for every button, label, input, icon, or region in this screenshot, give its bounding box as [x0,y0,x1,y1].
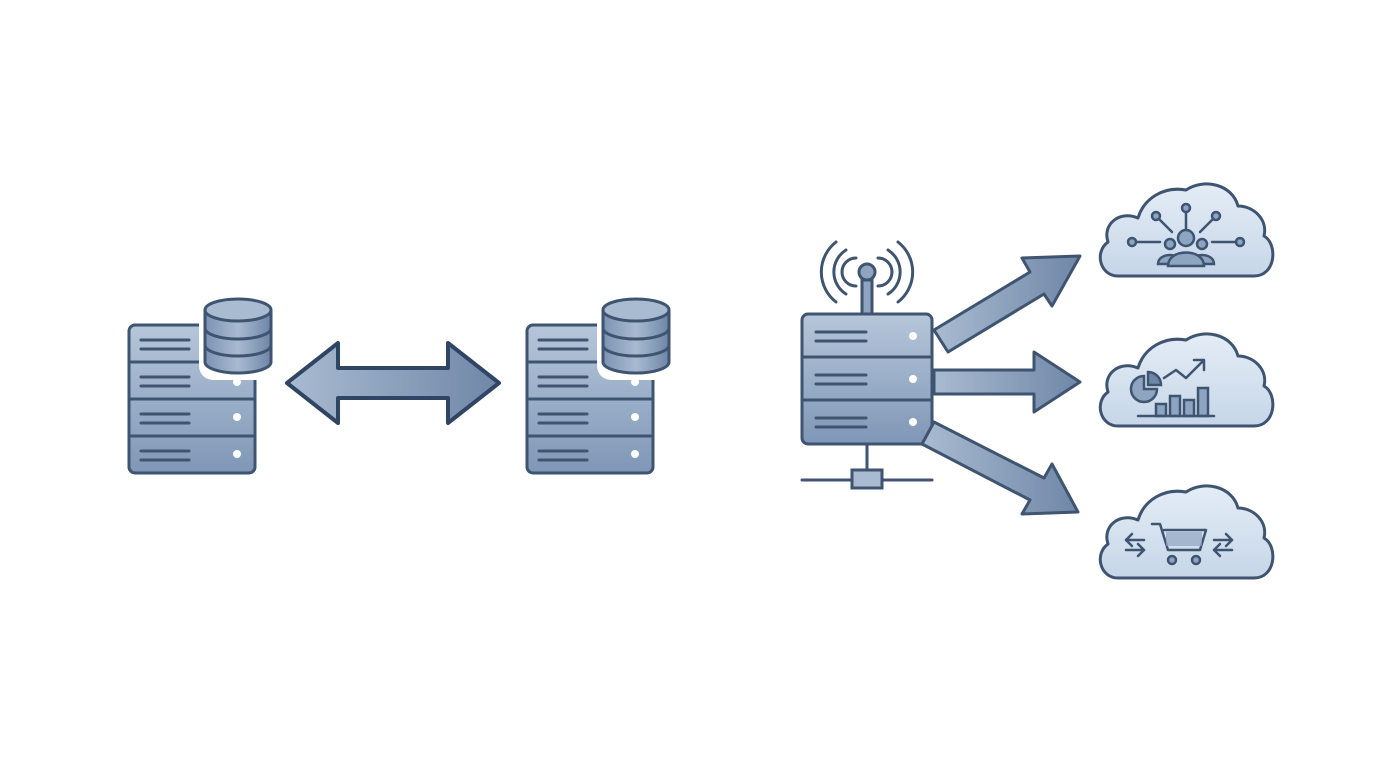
arrow-right [932,350,1082,414]
left-database-icon [197,290,279,382]
cloud-shopping-cart-icon [1098,484,1275,580]
fan-out-arrows-icon [920,254,1082,516]
wifi-signal-icon [819,240,915,304]
arrow-up-right [932,254,1082,354]
cloud-analytics-icon [1098,332,1275,428]
network-connector-icon [800,442,934,490]
right-database-icon [595,290,677,382]
cloud-users-network-icon [1098,182,1275,278]
arrow-down-right [920,420,1080,516]
antenna-server-icon [800,240,934,490]
bidirectional-arrow-icon [285,341,501,425]
